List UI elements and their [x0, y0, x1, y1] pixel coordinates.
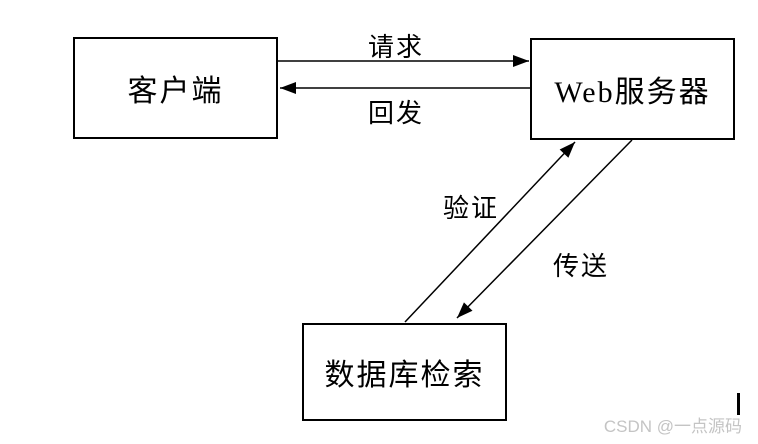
- text-cursor-mark: [737, 393, 740, 415]
- watermark: CSDN @一点源码: [603, 417, 742, 436]
- node-database: 数据库检索: [302, 323, 507, 421]
- node-database-label: 数据库检索: [324, 359, 485, 392]
- verify-arrow: [404, 141, 576, 323]
- node-client-label: 客户端: [127, 75, 224, 108]
- edge-label-verify: 验证: [443, 194, 500, 223]
- edge-label-response: 回发: [367, 99, 424, 128]
- node-web-server: Web服务器: [530, 38, 735, 140]
- node-web-server-label: Web服务器: [554, 76, 711, 109]
- edge-label-transfer: 传送: [553, 252, 610, 281]
- node-client: 客户端: [73, 37, 278, 139]
- transfer-arrow: [456, 139, 633, 319]
- edge-label-request: 请求: [367, 33, 424, 62]
